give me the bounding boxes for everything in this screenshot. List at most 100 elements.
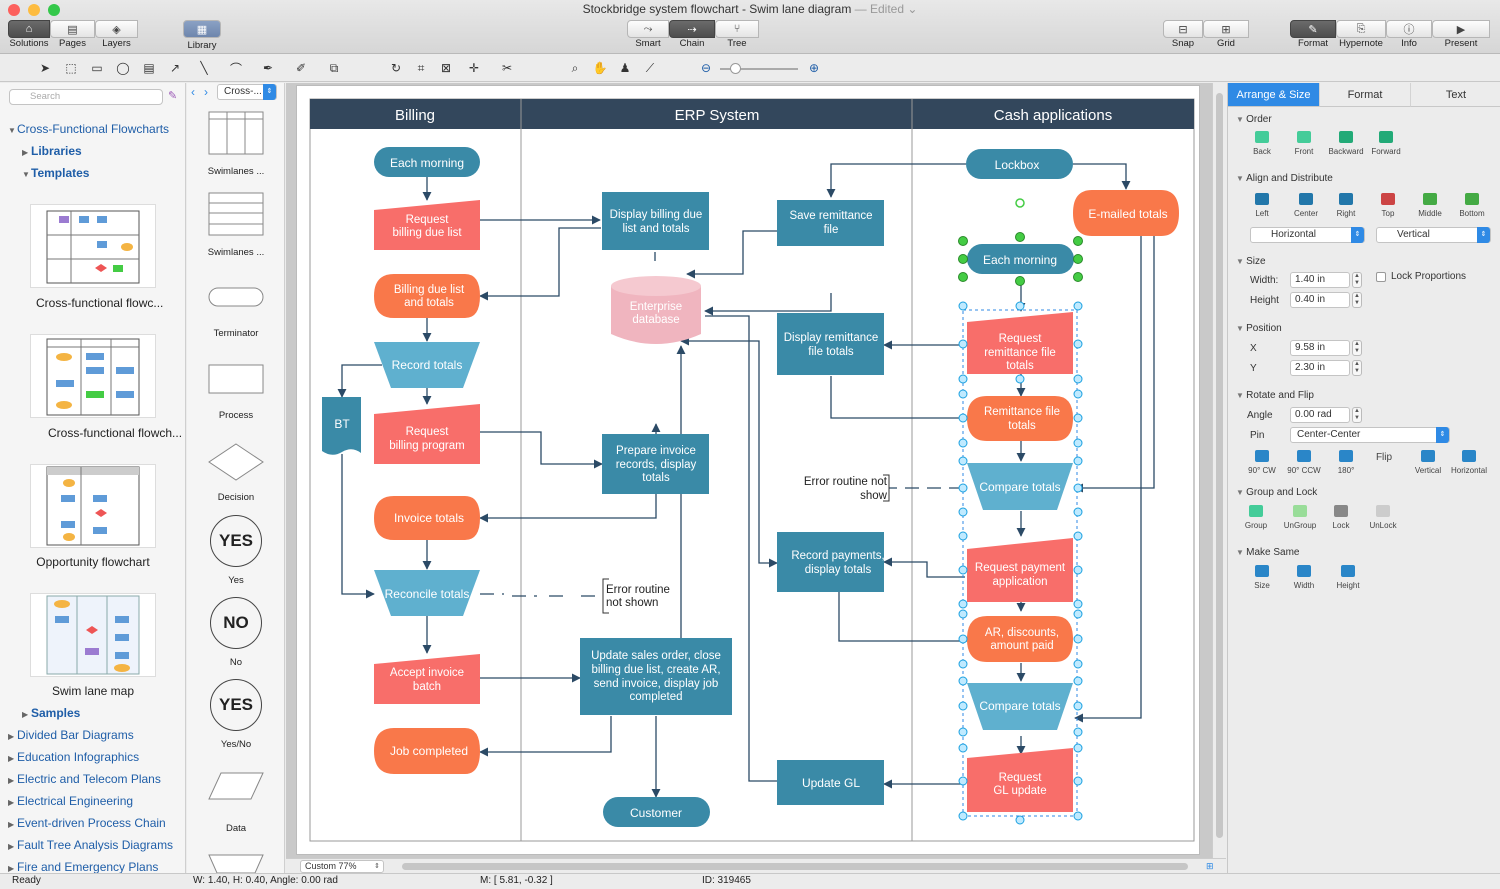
shape-process[interactable]: Process <box>187 363 284 421</box>
order-backward-button[interactable]: Backward <box>1326 131 1366 156</box>
arc-tool-icon[interactable]: ⌒ <box>229 61 242 76</box>
make-same-height-button[interactable]: Height <box>1328 565 1368 590</box>
handle[interactable] <box>1073 483 1083 493</box>
resize-handle[interactable] <box>1015 276 1025 286</box>
section-position[interactable]: Position <box>1236 323 1282 334</box>
pan-hand-icon[interactable]: ✋ <box>592 61 608 75</box>
handle[interactable] <box>958 438 968 448</box>
resize-handle[interactable] <box>1073 254 1083 264</box>
fit-page-icon[interactable]: ⊞ <box>1206 861 1214 871</box>
bezier-tool-icon[interactable]: ✐ <box>295 61 307 75</box>
resize-handle[interactable] <box>1073 236 1083 246</box>
align-left-button[interactable]: Left <box>1242 193 1282 218</box>
shape-decision[interactable]: Decision <box>187 442 284 503</box>
ungroup-button[interactable]: UnGroup <box>1280 505 1320 530</box>
template-swim-lane-map[interactable] <box>30 593 156 677</box>
cut-point-icon[interactable]: ✂ <box>501 61 513 75</box>
flip-horizontal-button[interactable]: Horizontal <box>1449 450 1489 475</box>
library-button[interactable]: ▦Library <box>183 20 221 51</box>
node-record-payments[interactable]: Record payments,display totals <box>777 532 885 592</box>
handle[interactable] <box>1073 301 1083 311</box>
horizontal-scrollbar[interactable]: Custom 77%⇕ ⊞ <box>286 858 1226 873</box>
tree-education-infographics[interactable]: ▶Education Infographics <box>8 750 140 764</box>
handle[interactable] <box>1073 811 1083 821</box>
handle[interactable] <box>1073 456 1083 466</box>
x-position-field[interactable]: 9.58 in <box>1290 340 1350 356</box>
handle[interactable] <box>958 389 968 399</box>
rotate-icon[interactable]: ↻ <box>390 61 402 75</box>
handle[interactable] <box>958 727 968 737</box>
group-button[interactable]: Group <box>1236 505 1276 530</box>
lock-proportions-checkbox[interactable] <box>1376 272 1386 282</box>
line-tool-icon[interactable]: ↗ <box>169 61 181 75</box>
angle-field[interactable]: 0.00 rad <box>1290 407 1350 423</box>
node-reconcile-totals[interactable]: Reconcile totals <box>374 570 480 616</box>
format-button[interactable]: ✎Format <box>1290 20 1336 49</box>
rotate-handle[interactable] <box>1015 198 1025 208</box>
align-right-button[interactable]: Right <box>1326 193 1366 218</box>
template-opportunity[interactable] <box>30 464 156 548</box>
add-point-icon[interactable]: ✛ <box>468 61 480 75</box>
rotate-180-button[interactable]: 180° <box>1326 450 1366 475</box>
shape-yes-no[interactable]: YES Yes/No <box>187 679 284 750</box>
handle[interactable] <box>958 609 968 619</box>
swim-lane-diagram[interactable]: Billing ERP System Cash applications <box>297 86 1201 856</box>
present-button[interactable]: ▶Present <box>1432 20 1490 49</box>
favorite-icon[interactable]: ✎ <box>168 90 178 102</box>
handle[interactable] <box>1073 413 1083 423</box>
handle[interactable] <box>958 301 968 311</box>
tree-button[interactable]: ⑂Tree <box>715 20 759 49</box>
handle[interactable] <box>958 483 968 493</box>
resize-handle[interactable] <box>1015 232 1025 242</box>
shape-data[interactable]: Data <box>187 771 284 834</box>
zoom-search-icon[interactable]: ⌕ <box>571 60 579 75</box>
stamp-tool-icon[interactable]: ⧉ <box>329 60 339 75</box>
handle[interactable] <box>958 531 968 541</box>
library-forward-icon[interactable]: › <box>204 85 208 99</box>
node-compare-totals-2[interactable]: Compare totals <box>967 683 1073 730</box>
node-customer[interactable]: Customer <box>603 797 710 827</box>
straight-line-icon[interactable]: ╲ <box>200 61 208 75</box>
handle[interactable] <box>1015 374 1025 384</box>
align-top-button[interactable]: Top <box>1368 193 1408 218</box>
node-ar-discounts[interactable]: AR, discounts,amount paid <box>967 616 1073 662</box>
shape-manual-operation[interactable] <box>187 853 284 873</box>
library-back-icon[interactable]: ‹ <box>191 85 195 99</box>
solutions-button[interactable]: ⌂Solutions <box>8 20 50 49</box>
node-invoice-totals[interactable]: Invoice totals <box>374 496 480 540</box>
tree-templates[interactable]: ▼Templates <box>22 166 90 180</box>
diagram-page[interactable]: Billing ERP System Cash applications <box>296 85 1200 855</box>
transform-icon[interactable]: ⊠ <box>440 61 452 75</box>
align-bottom-button[interactable]: Bottom <box>1452 193 1492 218</box>
lock-button[interactable]: Lock <box>1321 505 1361 530</box>
height-field[interactable]: 0.40 in <box>1290 292 1350 308</box>
handle[interactable] <box>1073 565 1083 575</box>
handle[interactable] <box>1073 776 1083 786</box>
angle-stepper[interactable]: ▲▼ <box>1352 407 1362 423</box>
ellipse-tool-icon[interactable]: ◯ <box>116 61 130 75</box>
node-update-gl[interactable]: Update GL <box>777 760 884 805</box>
node-bt[interactable]: BT <box>322 397 361 455</box>
marquee-select-icon[interactable]: ⬚ <box>65 61 77 75</box>
node-each-morning[interactable]: Each morning <box>374 147 480 177</box>
eyedropper-icon[interactable]: ⟋ <box>645 60 655 75</box>
node-record-totals[interactable]: Record totals <box>374 342 480 388</box>
width-stepper[interactable]: ▲▼ <box>1352 272 1362 288</box>
x-stepper[interactable]: ▲▼ <box>1352 340 1362 356</box>
template-cross-functional-1[interactable] <box>30 204 156 288</box>
distribute-horizontal-select[interactable]: Horizontal⇕ <box>1250 227 1365 243</box>
node-emailed-totals[interactable]: E-mailed totals <box>1073 190 1179 236</box>
tree-event-driven-process-chain[interactable]: ▶Event-driven Process Chain <box>8 816 166 830</box>
section-group-lock[interactable]: Group and Lock <box>1236 487 1317 498</box>
handle[interactable] <box>1073 507 1083 517</box>
zoom-slider-thumb[interactable] <box>730 63 741 74</box>
shape-swimlanes-vertical[interactable]: Swimlanes ... <box>187 110 284 177</box>
